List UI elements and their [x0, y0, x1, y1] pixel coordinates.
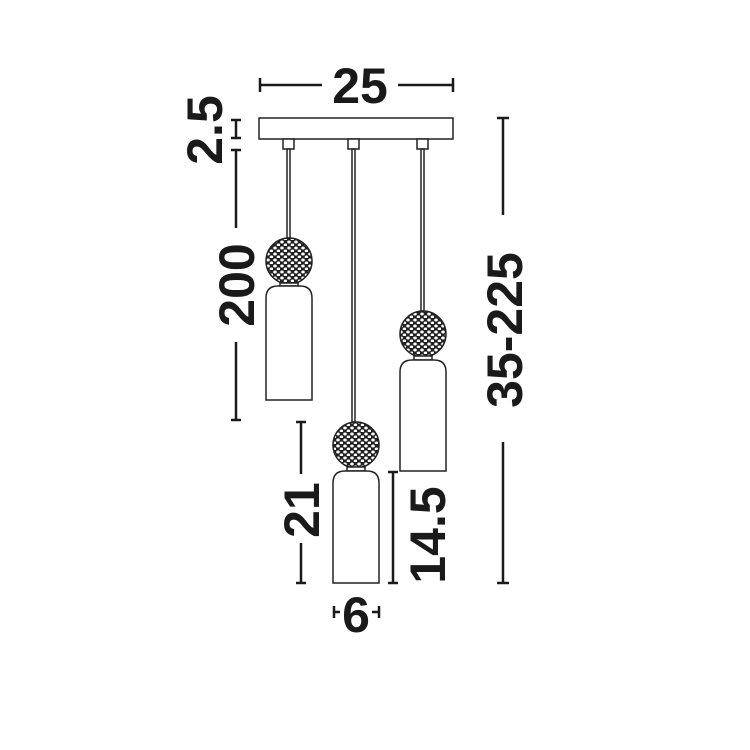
canopy [258, 117, 454, 140]
pendant-height-label: 21 [274, 482, 330, 538]
shade-height-dimension: 14.5 [388, 470, 456, 585]
canopy-height-dimension: 2.5 [177, 95, 241, 165]
crystal-ball [265, 237, 313, 285]
glass-shade [399, 359, 447, 472]
overall-height-dimension: 35-225 [477, 116, 533, 585]
glass-shade [265, 285, 313, 401]
crystal-ball [332, 421, 380, 469]
connector-center [347, 138, 360, 150]
pendant-right [399, 310, 447, 472]
glass-shade [332, 470, 380, 584]
connector-left [282, 138, 295, 150]
crystal-ball [399, 310, 447, 358]
canopy-height-label: 2.5 [177, 95, 233, 165]
pendant-height-dimension: 21 [274, 420, 330, 585]
overall-height-label: 35-225 [477, 252, 533, 408]
connector-right [416, 138, 429, 150]
pendant-left [265, 237, 313, 401]
canopy-width-dimension: 25 [258, 58, 455, 114]
pendant-center [332, 421, 380, 584]
cable-length-dimension: 200 [209, 148, 265, 422]
shade-diameter-dimension: 6 [332, 587, 381, 643]
shade-diameter-label: 6 [342, 587, 370, 643]
canopy-width-label: 25 [332, 58, 388, 114]
shade-height-label: 14.5 [400, 486, 456, 583]
cable-length-label: 200 [209, 243, 265, 326]
